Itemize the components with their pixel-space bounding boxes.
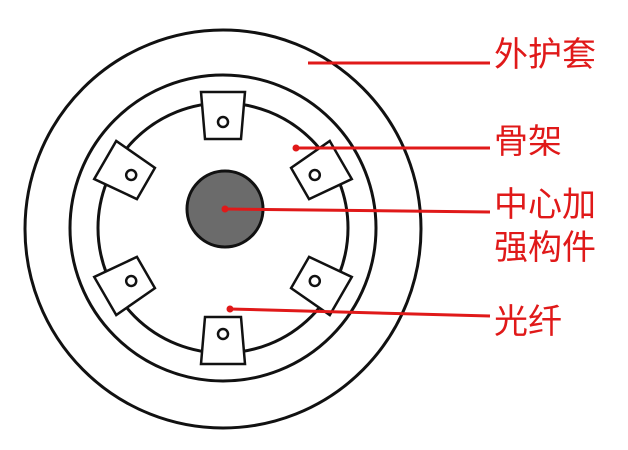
leader-line-fiber	[229, 307, 491, 318]
label-strength-member-line2: 强构件	[494, 228, 596, 268]
fiber-slot	[92, 139, 157, 201]
fiber-slot	[289, 139, 354, 201]
leader-line-strength-member	[224, 207, 491, 214]
label-fiber: 光纤	[494, 302, 562, 342]
fiber-slot	[199, 90, 247, 141]
label-jacket: 外护套	[494, 35, 596, 75]
fiber-slot	[199, 315, 247, 366]
label-strength-member-line1: 中心加	[494, 185, 596, 225]
fiber-slot	[92, 255, 157, 317]
fiber-slots	[92, 90, 354, 366]
fiber-slot	[289, 255, 354, 317]
label-skeleton: 骨架	[494, 122, 562, 162]
